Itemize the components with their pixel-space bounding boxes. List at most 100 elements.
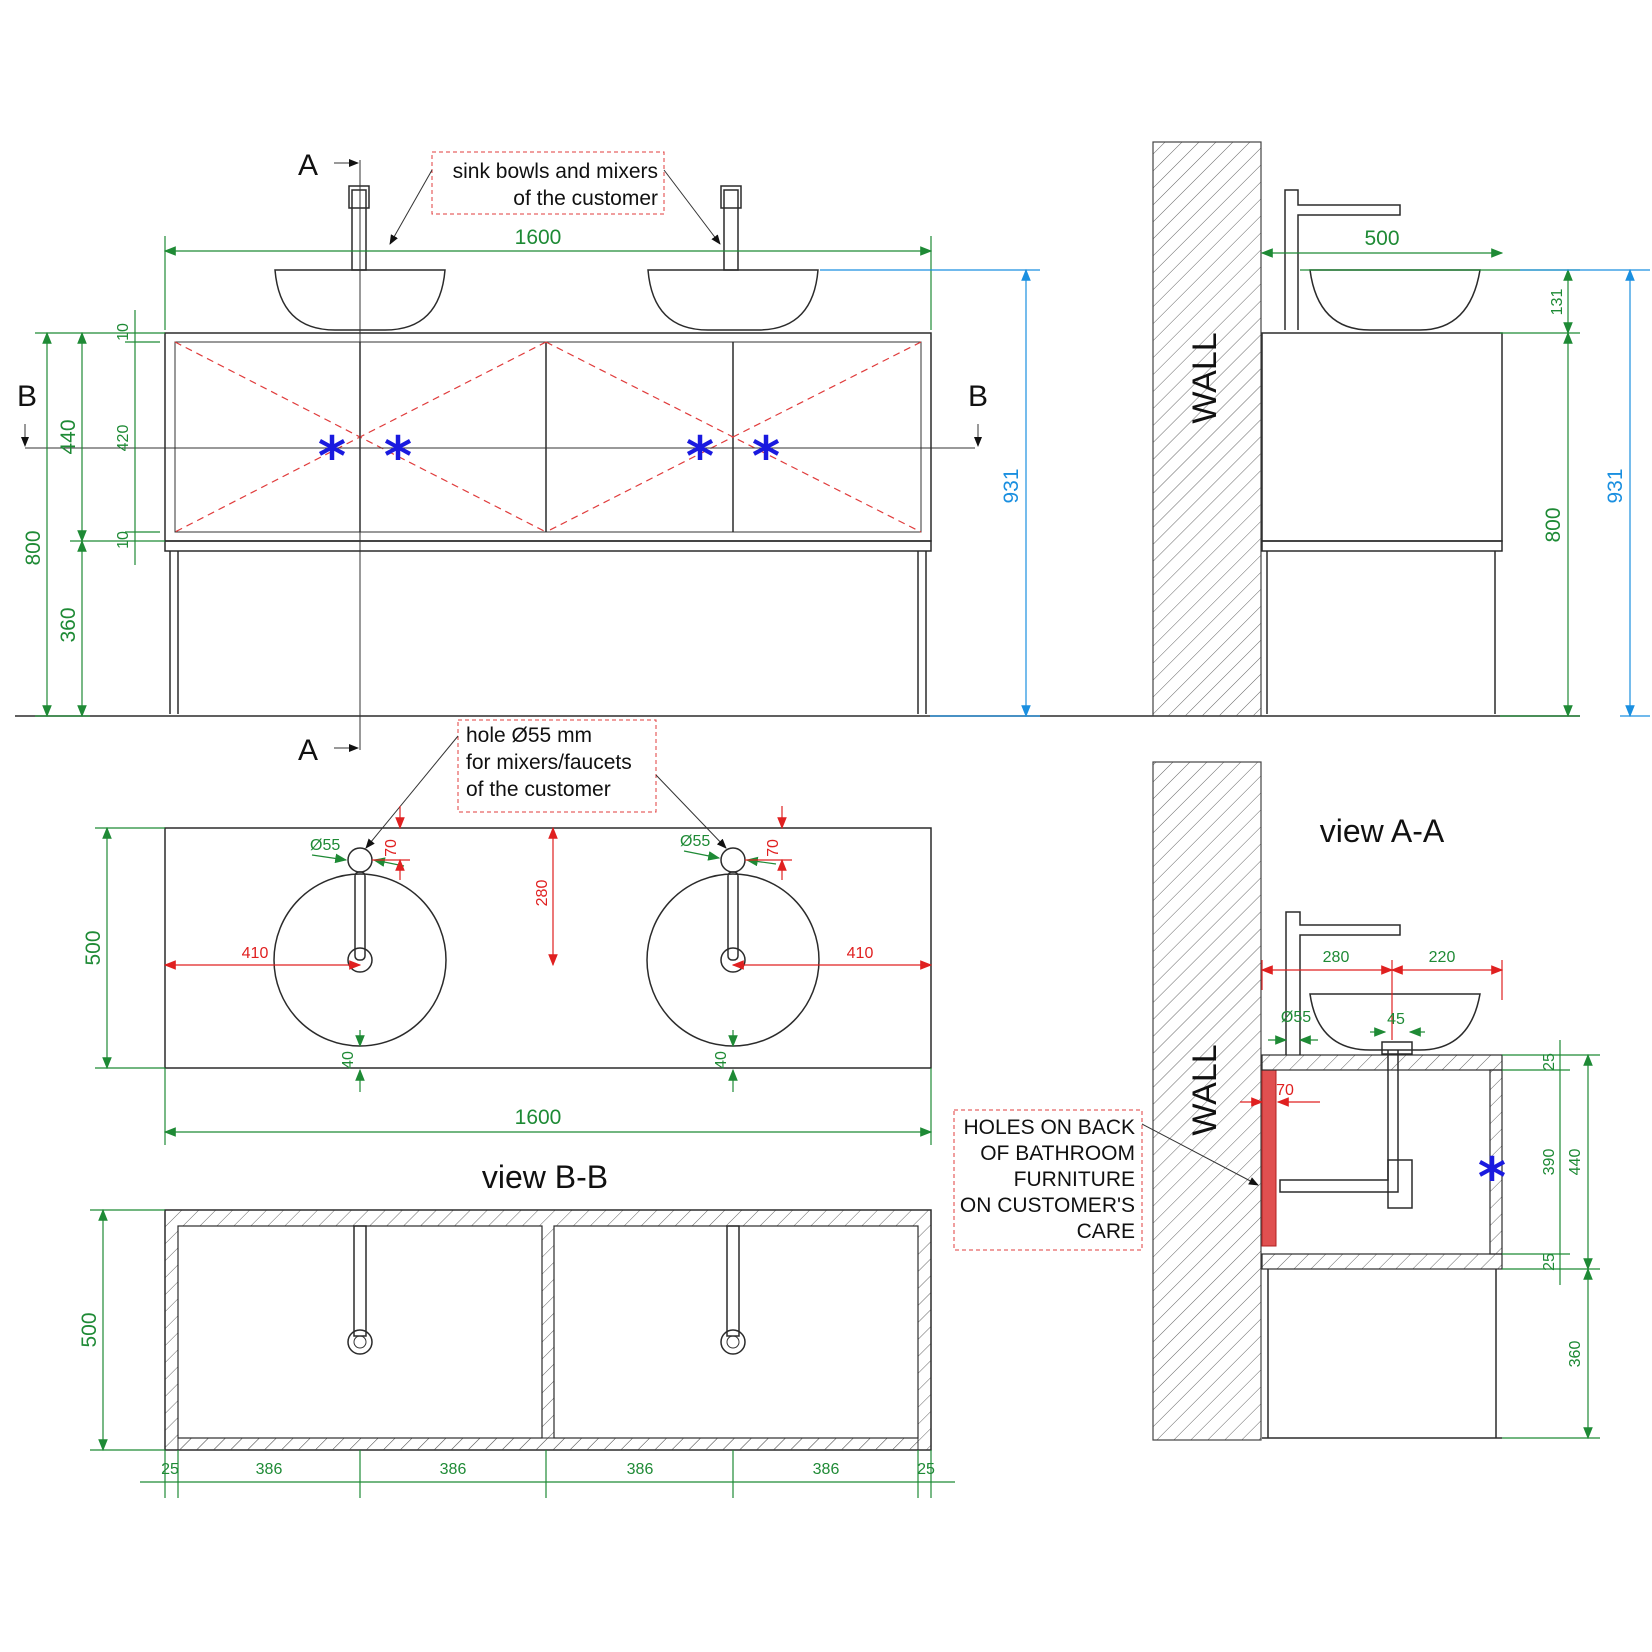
dim-aa-25-top: 25 (1541, 1053, 1558, 1071)
drain-right (720, 947, 746, 973)
front-elevation: A A B B * * * * sink bowls and mixers of… (15, 149, 1580, 767)
dim-40-left: 40 (340, 1051, 357, 1069)
callout-hole-line2: for mixers/faucets (466, 751, 632, 774)
dim-aa-390: 390 (1541, 1149, 1558, 1176)
view-aa: view A-A WALL * 280 220 Ø55 45 70 (953, 761, 1600, 1441)
dim-70-left: 70 (383, 839, 400, 857)
dim-bb-25-left: 25 (161, 1461, 179, 1478)
dim-bb-386: 386 (627, 1461, 654, 1478)
faucet-left (351, 189, 367, 271)
dim-aa-360: 360 (1567, 1341, 1584, 1368)
dim-bb-386: 386 (256, 1461, 283, 1478)
section-label-b-left: B (17, 380, 37, 413)
cabinet-inner (174, 341, 922, 533)
mixer-hole-left (347, 847, 373, 873)
mixer-hole-right (720, 847, 746, 873)
dim-dia55-right: Ø55 (680, 833, 710, 850)
bb-bottom-dims: 25 386 386 386 386 25 (140, 1450, 955, 1498)
dim-side-931: 931 (1604, 468, 1627, 503)
sink-bowl-left (274, 269, 446, 331)
view-bb-title: view B-B (482, 1159, 608, 1195)
dim-931: 931 (1000, 468, 1023, 503)
callout-hole-line3: of the customer (466, 778, 611, 801)
callout-sink-line2: of the customer (513, 187, 658, 210)
callout-back-line5: CARE (1077, 1220, 1135, 1243)
wall (1152, 141, 1262, 717)
section-label-a-top: A (298, 149, 318, 182)
leader-line (663, 169, 721, 245)
dim-aa-440: 440 (1567, 1149, 1584, 1176)
dim-width-1600: 1600 (515, 226, 562, 249)
callout-box (457, 719, 657, 813)
leader-line (1141, 1123, 1259, 1186)
view-bb: view B-B 500 25 386 386 386 386 25 (78, 1159, 955, 1498)
dim-side-500: 500 (1364, 227, 1399, 250)
dim-410-left: 410 (242, 945, 269, 962)
door-opening-marks (174, 341, 922, 533)
dim-aa-45: 45 (1387, 1011, 1405, 1028)
wall-aa (1152, 761, 1262, 1441)
dim-40-right: 40 (713, 1051, 730, 1069)
rear-holes-zone (1261, 1069, 1277, 1247)
dim-800: 800 (22, 530, 45, 565)
leader-line (389, 169, 433, 245)
aa-bowl (1309, 993, 1481, 1051)
dim-bb-386: 386 (813, 1461, 840, 1478)
top-view: hole Ø55 mm for mixers/faucets of the cu… (82, 719, 933, 1145)
dim-aa-dia55: Ø55 (1281, 1009, 1311, 1026)
view-aa-title: view A-A (1320, 813, 1445, 849)
dim-10-bottom: 10 (115, 531, 132, 549)
frame-rail (164, 540, 932, 552)
marker-star: * (318, 425, 346, 488)
side-faucet (1284, 189, 1401, 330)
aa-faucet (1285, 911, 1401, 1055)
dim-aa-280: 280 (1323, 949, 1350, 966)
wall-label: WALL (1186, 332, 1224, 423)
callout-back-line3: FURNITURE (1014, 1168, 1135, 1191)
side-elevation: WALL 500 131 800 931 (1152, 141, 1650, 718)
callout-box (431, 151, 665, 215)
marker-star: * (384, 425, 412, 488)
marker-star: * (1478, 1146, 1506, 1209)
sink-bowl-right (647, 269, 819, 331)
marker-star: * (686, 425, 714, 488)
callout-sink-line1: sink bowls and mixers (453, 160, 658, 183)
marker-star: * (752, 425, 780, 488)
callout-back-line1: HOLES ON BACK (963, 1116, 1135, 1139)
drain-left (347, 947, 373, 973)
aa-drain-trap (1279, 1050, 1399, 1193)
dim-top-500: 500 (82, 930, 105, 965)
dim-bb-386: 386 (440, 1461, 467, 1478)
dim-420: 420 (115, 425, 132, 452)
dim-aa-25-bottom: 25 (1541, 1253, 1558, 1271)
aa-bottom-panel (1261, 1253, 1503, 1270)
dim-410-right: 410 (847, 945, 874, 962)
side-cabinet (1261, 332, 1503, 542)
aa-top-panel (1261, 1054, 1503, 1071)
leader-line (655, 774, 727, 849)
leader-line (365, 735, 459, 849)
callout-back-line4: ON CUSTOMER'S (960, 1194, 1135, 1217)
dim-aa-70: 70 (1276, 1082, 1294, 1099)
dim-aa-220: 220 (1429, 949, 1456, 966)
section-label-a-bottom: A (298, 734, 318, 767)
dim-440: 440 (57, 419, 80, 454)
dim-10-top: 10 (115, 323, 132, 341)
callout-box (953, 1109, 1143, 1251)
dim-dia55-left: Ø55 (310, 837, 340, 854)
dim-360: 360 (57, 607, 80, 642)
dim-bb-25-right: 25 (917, 1461, 935, 1478)
side-bowl (1309, 269, 1481, 331)
dim-bb-500: 500 (78, 1312, 101, 1347)
dim-top-1600: 1600 (515, 1106, 562, 1129)
section-label-b-right: B (968, 380, 988, 413)
cabinet-body (164, 332, 932, 542)
dim-70-right: 70 (765, 839, 782, 857)
wall-label-aa: WALL (1186, 1044, 1224, 1135)
callout-hole-line1: hole Ø55 mm (466, 724, 592, 747)
countertop (164, 827, 932, 1069)
faucet-right (723, 189, 739, 271)
dim-131: 131 (1549, 289, 1566, 316)
dim-280: 280 (534, 880, 551, 907)
